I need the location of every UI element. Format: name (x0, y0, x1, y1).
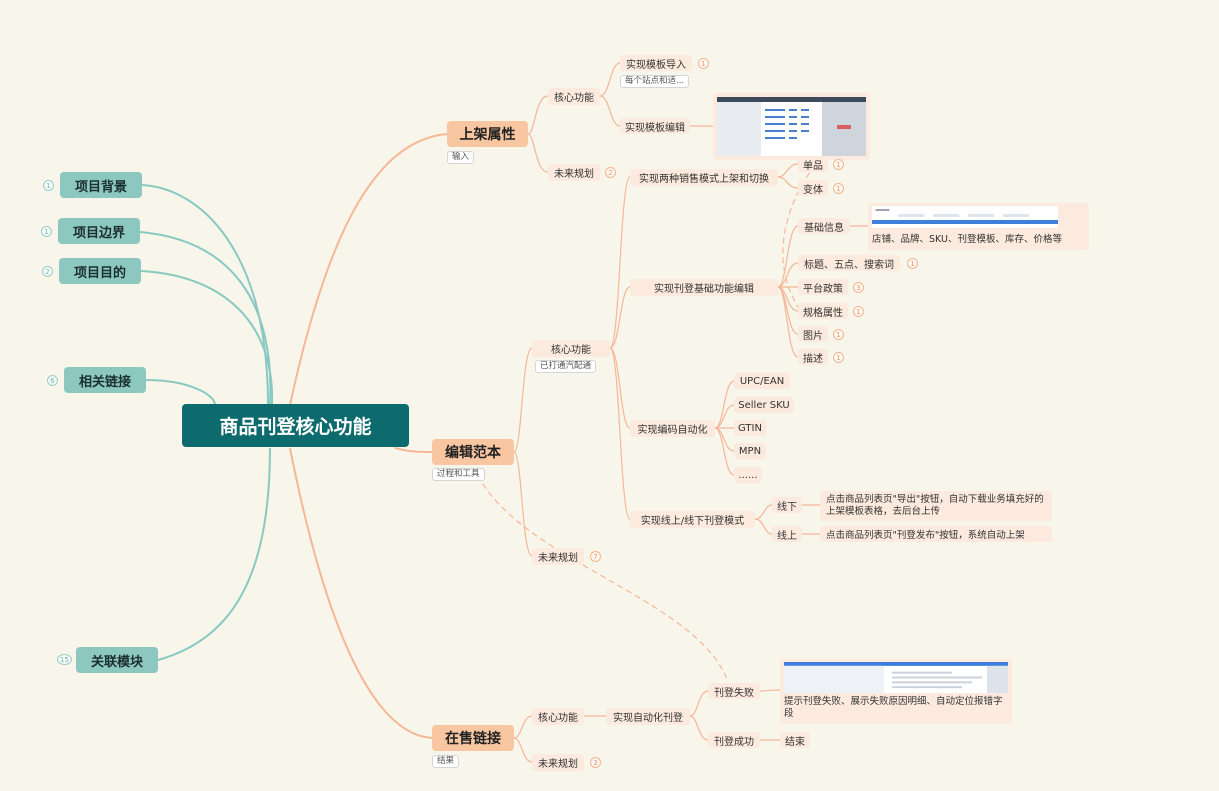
screenshot-thumbnail-icon (784, 662, 1008, 693)
node-code-more[interactable]: ...... (734, 467, 762, 483)
node-title-points[interactable]: 标题、五点、搜索词 (798, 255, 900, 271)
node-basic-info[interactable]: 基础信息 (798, 218, 850, 234)
count-badge: 1 (833, 183, 844, 194)
node-edit-template[interactable]: 编辑范本 (432, 439, 514, 465)
node-code-seller-sku[interactable]: Seller SKU (734, 397, 794, 413)
count-badge: 1 (41, 226, 52, 237)
online-desc: 点击商品列表页"刊登发布"按钮，系统自动上架 (820, 526, 1052, 542)
node-single[interactable]: 单品 (798, 156, 828, 172)
template-import-note: 每个站点和适... (620, 75, 690, 88)
node-project-boundary[interactable]: 项目边界 (58, 218, 140, 244)
node-basic-edit[interactable]: 实现刊登基础功能编辑 (630, 279, 778, 296)
node-spec-attributes[interactable]: 规格属性 (798, 303, 848, 319)
node-shelf-future[interactable]: 未来规划 (548, 164, 600, 181)
count-badge: 1 (833, 329, 844, 340)
listing-failed-card: 提示刊登失败、展示失败原因明细、自动定位报错字段 (780, 659, 1012, 724)
node-edit-core[interactable]: 核心功能 (532, 340, 610, 357)
edit-tag: 过程和工具 (432, 468, 485, 481)
node-shelf-core[interactable]: 核心功能 (548, 88, 600, 105)
node-sales-modes[interactable]: 实现两种销售模式上架和切换 (630, 169, 778, 186)
node-sale-future[interactable]: 未来规划 (532, 754, 584, 771)
node-online[interactable]: 线上 (772, 526, 802, 542)
node-images[interactable]: 图片 (798, 326, 828, 342)
node-related-modules[interactable]: 关联模块 (76, 647, 158, 673)
node-template-edit[interactable]: 实现模板编辑 (620, 118, 690, 134)
node-platform-policy[interactable]: 平台政策 (798, 279, 848, 295)
count-badge: 6 (47, 375, 58, 386)
count-badge: 1 (43, 180, 54, 191)
node-listing-failed[interactable]: 刊登失败 (708, 683, 760, 699)
node-edit-future[interactable]: 未来规划 (532, 548, 584, 565)
count-badge: 3 (590, 757, 601, 768)
node-code-mpn[interactable]: MPN (734, 443, 766, 459)
node-template-import[interactable]: 实现模板导入 (620, 55, 692, 71)
count-badge: 1 (853, 306, 864, 317)
shelf-tag: 输入 (447, 151, 475, 164)
node-end[interactable]: 结束 (780, 732, 810, 748)
node-variant[interactable]: 变体 (798, 180, 828, 196)
count-badge: 1 (833, 159, 844, 170)
screenshot-thumbnail-icon (872, 206, 1058, 228)
basic-info-card: 店铺、品牌、SKU、刊登模板、库存、价格等 (868, 203, 1089, 250)
count-badge: 7 (590, 551, 601, 562)
count-badge: 1 (833, 352, 844, 363)
node-live-listings[interactable]: 在售链接 (432, 725, 514, 751)
count-badge: 1 (907, 258, 918, 269)
node-listing-success[interactable]: 刊登成功 (708, 732, 760, 748)
node-offline[interactable]: 线下 (772, 497, 802, 513)
node-related-links[interactable]: 相关链接 (64, 367, 146, 393)
screenshot-thumbnail-icon (717, 97, 866, 156)
offline-desc: 点击商品列表页"导出"按钮，自动下载业务填充好的上架模板表格，去后台上传 (820, 491, 1052, 521)
node-code-automation[interactable]: 实现编码自动化 (630, 420, 715, 437)
node-auto-listing[interactable]: 实现自动化刊登 (606, 708, 690, 725)
count-badge: 2 (42, 266, 53, 277)
count-badge: 3 (853, 282, 864, 293)
count-badge: 15 (57, 654, 72, 665)
node-code-gtin[interactable]: GTIN (734, 420, 766, 436)
node-project-goal[interactable]: 项目目的 (59, 258, 141, 284)
node-shelf-attributes[interactable]: 上架属性 (447, 121, 528, 147)
count-badge: 2 (605, 167, 616, 178)
template-edit-screenshot (713, 93, 870, 160)
node-project-background[interactable]: 项目背景 (60, 172, 142, 198)
listing-failed-desc: 提示刊登失败、展示失败原因明细、自动定位报错字段 (784, 696, 1003, 719)
edit-core-tag: 已打通汽配通 (535, 360, 597, 373)
count-badge: 1 (698, 58, 709, 69)
node-code-upc-ean[interactable]: UPC/EAN (734, 373, 790, 389)
node-description[interactable]: 描述 (798, 349, 828, 365)
sale-tag: 结果 (432, 755, 460, 768)
root-node[interactable]: 商品刊登核心功能 (182, 404, 409, 447)
node-online-offline[interactable]: 实现线上/线下刊登模式 (630, 511, 755, 528)
node-sale-core[interactable]: 核心功能 (532, 708, 584, 725)
basic-info-desc: 店铺、品牌、SKU、刊登模板、库存、价格等 (872, 234, 1062, 245)
